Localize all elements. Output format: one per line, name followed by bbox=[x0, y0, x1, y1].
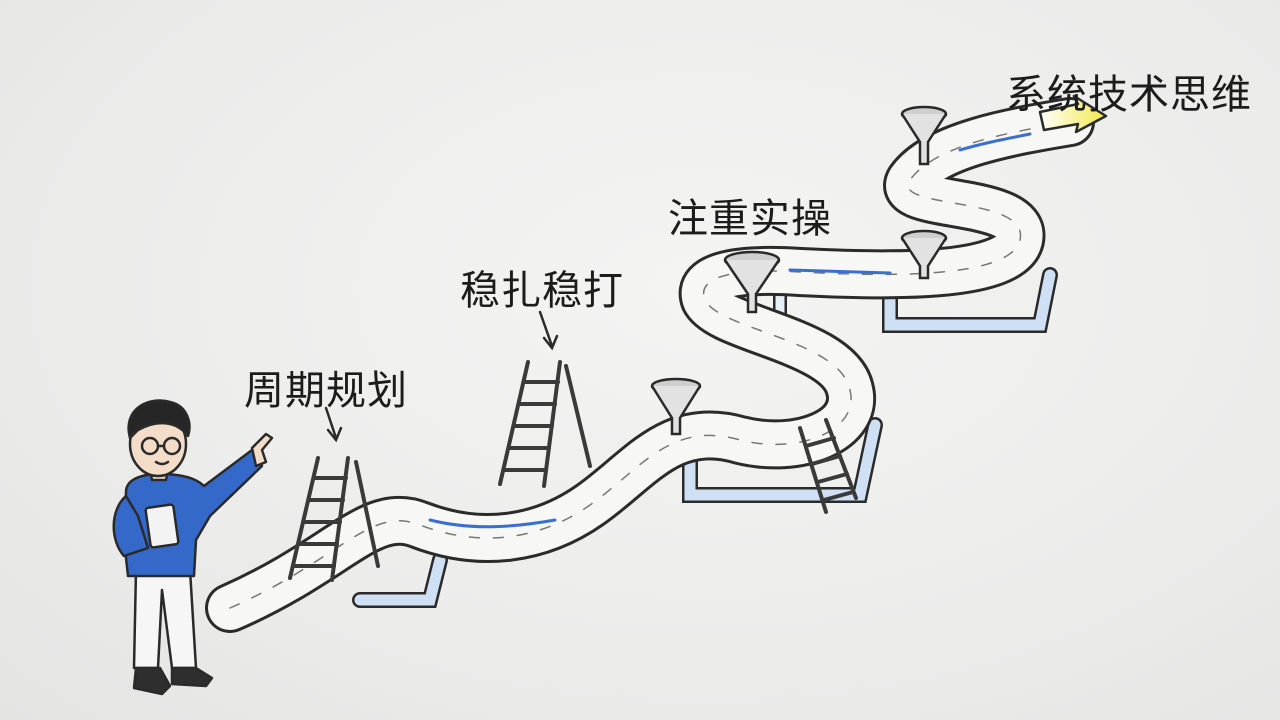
stage-label-steady: 稳扎稳打 bbox=[460, 268, 624, 314]
funnel-4 bbox=[900, 105, 948, 166]
funnel-2 bbox=[723, 250, 781, 314]
person-figure bbox=[112, 399, 274, 696]
funnel-1 bbox=[650, 377, 702, 436]
winding-road bbox=[205, 97, 1095, 633]
pointer-arrow-2 bbox=[538, 310, 559, 351]
pointer-arrow-1 bbox=[324, 406, 343, 443]
funnel-3 bbox=[900, 229, 948, 280]
ladder-3 bbox=[798, 418, 858, 514]
stage-label-plan: 周期规划 bbox=[244, 368, 408, 414]
stage-label-practice: 注重实操 bbox=[668, 196, 832, 242]
stage-label-systems-thinking: 系统技术思维 bbox=[1006, 72, 1252, 118]
pipe-network bbox=[352, 267, 1058, 608]
ladder-2 bbox=[498, 360, 592, 488]
goal-arrow bbox=[1038, 94, 1108, 134]
ladder-1 bbox=[288, 456, 380, 582]
